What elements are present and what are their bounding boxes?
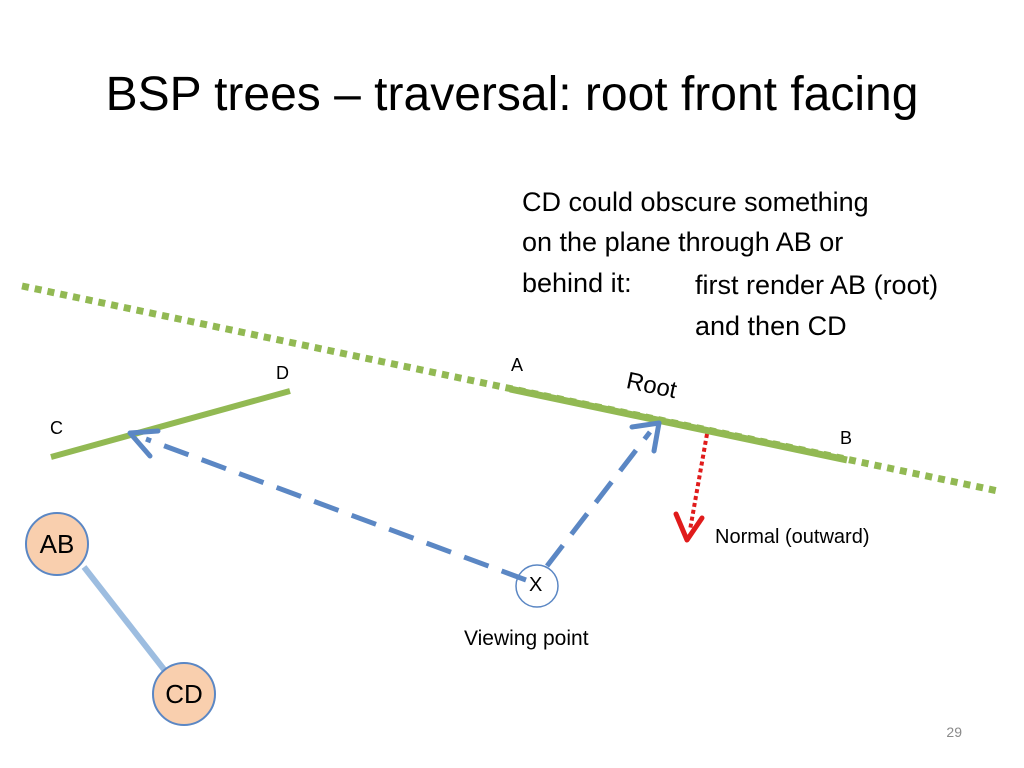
explanation-line-2: on the plane through AB or: [522, 227, 844, 257]
explanation-line-1: CD could obscure something: [522, 187, 869, 217]
view-ray-to-ab-arrowhead: [629, 420, 662, 454]
segment-ab: [509, 385, 848, 464]
step-2: and then CD: [695, 311, 847, 341]
viewer-circle: [515, 564, 559, 608]
segment-cd: [50, 388, 291, 460]
normal-label: Normal (outward): [715, 526, 870, 548]
label-c: C: [50, 418, 63, 438]
step-1: first render AB (root): [695, 270, 939, 300]
tree-node-cd: CD: [152, 662, 216, 726]
view-ray-to-cd: [145, 436, 527, 583]
tree-edge: [81, 565, 169, 674]
normal-arrow-shaft: [688, 433, 709, 531]
view-ray-to-cd-arrowhead: [127, 428, 161, 459]
tree-node-ab: AB: [25, 512, 89, 576]
explanation-line-3: behind it:: [522, 268, 632, 298]
label-a: A: [511, 355, 524, 375]
label-d: D: [276, 363, 289, 383]
plane-dotted-line: [21, 282, 999, 495]
slide-title: BSP trees – traversal: root front facing: [105, 68, 919, 121]
root-label: Root: [624, 367, 680, 404]
page-number: 29: [946, 724, 962, 740]
view-ray-to-ab: [545, 430, 652, 568]
normal-arrow-head: [673, 511, 705, 543]
viewer-mark: X: [529, 574, 543, 596]
label-b: B: [840, 428, 853, 448]
viewing-point-label: Viewing point: [464, 627, 589, 650]
